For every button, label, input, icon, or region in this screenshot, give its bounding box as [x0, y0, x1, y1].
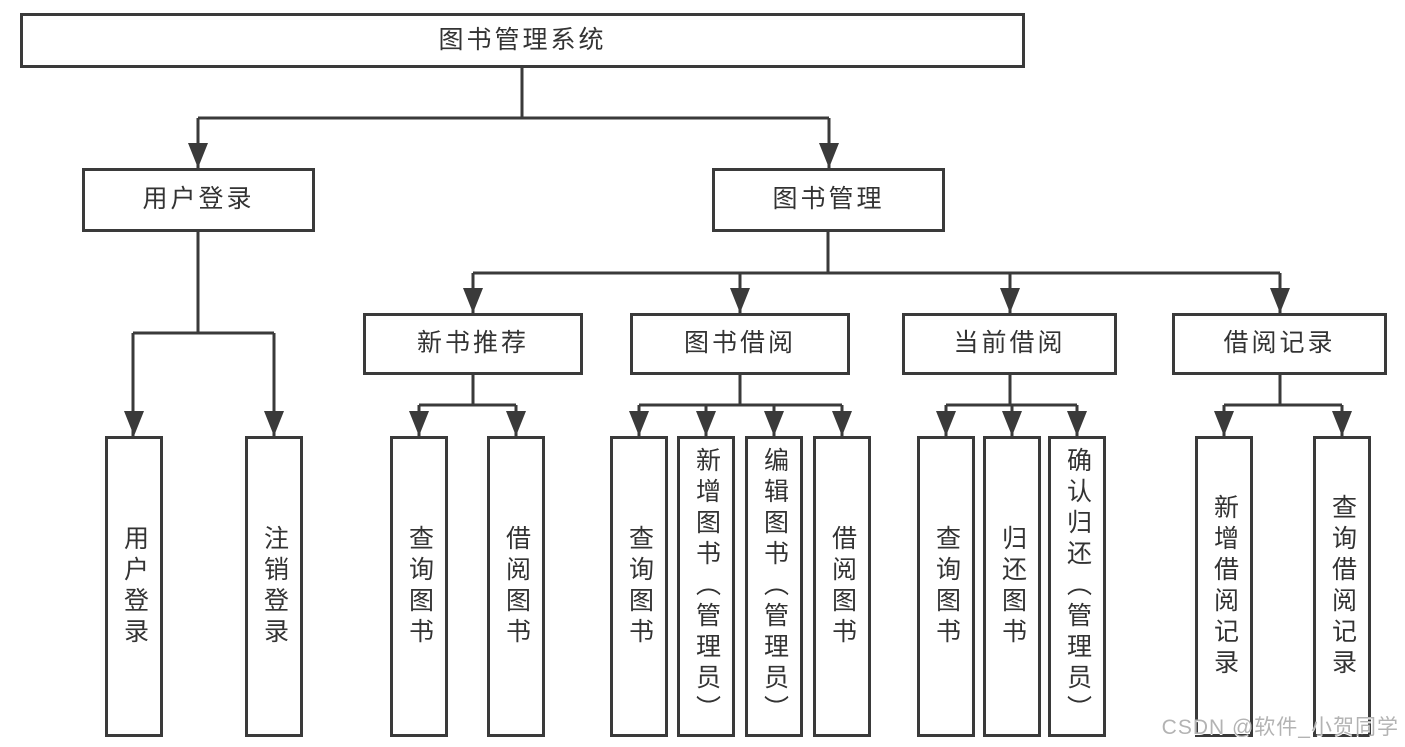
arrowheads — [124, 143, 1352, 436]
node-user-login: 用户登录 — [82, 168, 315, 232]
arrow-icon — [188, 143, 208, 168]
leaf-add-books-admin-label: 新增图书（管理员） — [692, 447, 721, 726]
arrow-icon — [264, 411, 284, 436]
leaf-borrow-books-recommend-label: 借阅图书 — [502, 524, 531, 649]
node-borrow-records-label: 借阅记录 — [1223, 329, 1336, 358]
leaf-logout-label: 注销登录 — [260, 524, 289, 649]
leaf-confirm-return-admin: 确认归还（管理员） — [1048, 436, 1106, 737]
leaf-logout: 注销登录 — [245, 436, 303, 737]
node-user-login-label: 用户登录 — [142, 185, 255, 214]
leaf-user-login-label: 用户登录 — [120, 524, 149, 649]
leaf-query-books-current-label: 查询图书 — [932, 524, 961, 649]
arrow-icon — [629, 411, 649, 436]
leaf-query-borrow-record-label: 查询借阅记录 — [1328, 493, 1357, 680]
arrow-icon — [409, 411, 429, 436]
node-current-borrow: 当前借阅 — [902, 313, 1117, 375]
connector-paths — [131, 68, 1344, 436]
leaf-edit-books-admin: 编辑图书（管理员） — [745, 436, 803, 737]
node-book-borrow: 图书借阅 — [630, 313, 850, 375]
leaf-borrow-books: 借阅图书 — [813, 436, 871, 737]
node-new-book-recommend-label: 新书推荐 — [416, 329, 529, 358]
arrow-icon — [936, 411, 956, 436]
leaf-borrow-books-recommend: 借阅图书 — [487, 436, 545, 737]
node-borrow-records: 借阅记录 — [1172, 313, 1387, 375]
leaf-query-books-borrow-label: 查询图书 — [625, 524, 654, 649]
leaf-return-books-label: 归还图书 — [998, 524, 1027, 649]
arrow-icon — [124, 411, 144, 436]
leaf-user-login: 用户登录 — [105, 436, 163, 737]
leaf-add-borrow-record: 新增借阅记录 — [1195, 436, 1253, 737]
node-new-book-recommend: 新书推荐 — [363, 313, 583, 375]
arrow-icon — [1067, 411, 1087, 436]
arrow-icon — [819, 143, 839, 168]
arrow-icon — [730, 288, 750, 313]
arrow-icon — [1270, 288, 1290, 313]
leaf-add-borrow-record-label: 新增借阅记录 — [1210, 493, 1239, 680]
arrow-icon — [1002, 411, 1022, 436]
arrow-icon — [1214, 411, 1234, 436]
leaf-query-books-current: 查询图书 — [917, 436, 975, 737]
arrow-icon — [506, 411, 526, 436]
arrow-icon — [1332, 411, 1352, 436]
node-root-label: 图书管理系统 — [438, 25, 607, 54]
node-book-borrow-label: 图书借阅 — [683, 329, 796, 358]
node-book-management: 图书管理 — [712, 168, 945, 232]
arrow-icon — [463, 288, 483, 313]
leaf-borrow-books-label: 借阅图书 — [828, 524, 857, 649]
node-root: 图书管理系统 — [20, 13, 1025, 68]
node-current-borrow-label: 当前借阅 — [953, 329, 1066, 358]
leaf-query-borrow-record: 查询借阅记录 — [1313, 436, 1371, 737]
leaf-query-books-recommend: 查询图书 — [390, 436, 448, 737]
leaf-edit-books-admin-label: 编辑图书（管理员） — [760, 447, 789, 726]
arrow-icon — [1000, 288, 1020, 313]
leaf-add-books-admin: 新增图书（管理员） — [677, 436, 735, 737]
leaf-return-books: 归还图书 — [983, 436, 1041, 737]
node-book-management-label: 图书管理 — [772, 185, 885, 214]
arrow-icon — [764, 411, 784, 436]
leaf-query-books-recommend-label: 查询图书 — [405, 524, 434, 649]
leaf-query-books-borrow: 查询图书 — [610, 436, 668, 737]
leaf-confirm-return-admin-label: 确认归还（管理员） — [1063, 447, 1092, 726]
csdn-watermark: CSDN @软件_小贺同学 — [1161, 716, 1399, 739]
arrow-icon — [832, 411, 852, 436]
arrow-icon — [696, 411, 716, 436]
